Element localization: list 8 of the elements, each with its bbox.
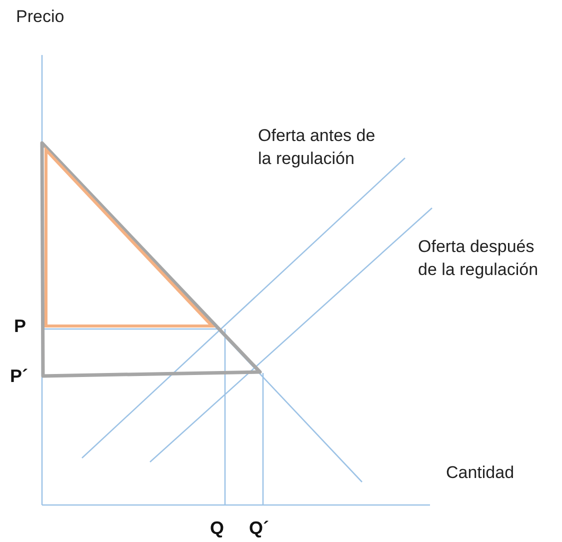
- axis-tick-label: Q: [210, 517, 226, 540]
- axis-label: Precio: [16, 6, 66, 28]
- axis-tick-label: P´: [10, 365, 29, 388]
- axis-label: Cantidad: [446, 462, 516, 484]
- curve-label: Oferta antes de la regulación: [258, 125, 376, 170]
- curve-label: Oferta después de la regulación: [418, 236, 540, 281]
- axis-tick-label: Q´: [249, 517, 270, 540]
- axis-tick-label: P: [14, 315, 28, 338]
